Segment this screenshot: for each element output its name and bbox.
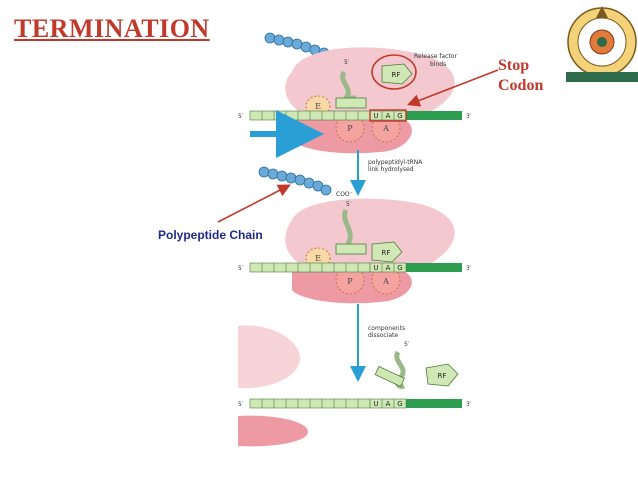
release-factor-label-line2: binds	[430, 61, 446, 68]
hydrolysis-label-line1: polypeptidyl-tRNA	[368, 159, 423, 166]
five-prime-1: 5′	[238, 113, 244, 120]
mrna-3	[249, 398, 462, 409]
release-factor-2	[371, 241, 403, 263]
release-factor-3	[425, 363, 459, 387]
codon-a-2: A	[386, 264, 391, 272]
release-factor-1	[381, 63, 413, 85]
three-prime-2: 3′	[466, 265, 472, 272]
stop-codon-label-line1: Stop	[498, 57, 530, 74]
codon-g-1: G	[397, 112, 402, 120]
site-e-label-2: E	[315, 254, 321, 263]
stop-codon-callout: Stop Codon	[498, 56, 543, 96]
mrna-2	[249, 262, 462, 273]
site-a-label-2: A	[382, 277, 389, 286]
ribosome-small-subunit-3	[238, 415, 308, 447]
polypeptide-beads-free	[258, 166, 332, 196]
site-p-label-2: P	[347, 277, 353, 286]
codon-g-2: G	[397, 264, 402, 272]
panel-hydrolysis: COO⁻ E P A RF U A G 5′ 3′ 5′	[217, 166, 472, 304]
dissociate-label-line1: components	[368, 325, 405, 332]
codon-u-1: U	[373, 112, 378, 120]
rf-label-1: RF	[392, 71, 401, 79]
five-prime-3: 5′	[238, 401, 244, 408]
codon-a-1: A	[386, 112, 391, 120]
three-prime-1: 3′	[466, 113, 472, 120]
slide-title: TERMINATION	[14, 14, 210, 43]
panel-components-dissociate: 5′ RF U A G 5′ 3′	[238, 325, 472, 447]
hydrolysis-label-line2: link hydrolysed	[368, 166, 414, 173]
codon-u-3: U	[373, 400, 378, 408]
three-prime-3: 3′	[466, 401, 472, 408]
ribosome-large-subunit-3	[238, 325, 300, 389]
trna-five-prime-3: 5′	[404, 341, 410, 348]
rf-label-2: RF	[382, 249, 391, 257]
trna-five-prime-2: 5′	[346, 201, 352, 208]
trna-2	[342, 208, 353, 246]
codon-u-2: U	[373, 264, 378, 272]
polypeptide-chain-callout: Polypeptide Chain	[158, 228, 263, 242]
university-emblem-icon	[566, 6, 638, 82]
rf-highlight-circle	[371, 54, 417, 90]
dissociate-label-line2: dissociate	[368, 332, 398, 339]
site-a-label-1: A	[382, 124, 389, 133]
rf-label-3: RF	[438, 372, 447, 380]
mrna-1	[249, 109, 462, 122]
panel-release-factor-binds: E P A RF U A G 5′ 3′ 5′ Release factor b…	[238, 32, 499, 158]
codon-a-3: A	[386, 400, 391, 408]
stop-codon-label-line2: Codon	[498, 77, 544, 94]
release-factor-label-line1: Release factor	[414, 53, 457, 60]
site-p-label-1: P	[347, 124, 353, 133]
ribosome-large-subunit-2	[285, 198, 455, 264]
codon-g-3: G	[397, 400, 402, 408]
five-prime-2: 5′	[238, 265, 244, 272]
polypeptide-arrow	[217, 184, 291, 223]
coo-label: COO⁻	[336, 191, 353, 198]
stop-codon-arrow	[407, 69, 499, 107]
site-e-label-1: E	[315, 102, 321, 111]
trna-five-prime-1: 5′	[344, 59, 350, 66]
